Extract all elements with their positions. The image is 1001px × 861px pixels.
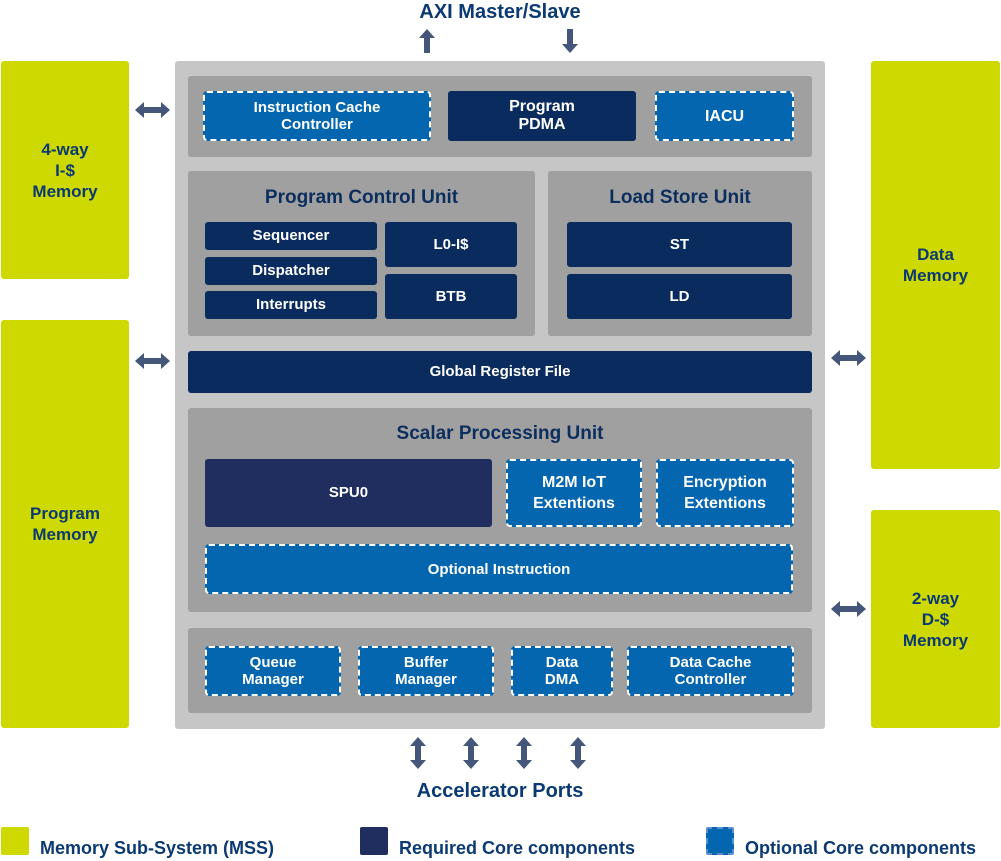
- global-register-file: Global Register File: [188, 351, 812, 393]
- icache-link-arrow-icon: [135, 102, 170, 118]
- spu0: SPU0: [205, 459, 492, 527]
- encryption-extensions: Encryption Extentions: [656, 459, 794, 527]
- dispatcher: Dispatcher: [205, 257, 377, 285]
- legend-swatch-optional: [706, 827, 734, 855]
- axi-down-arrow-icon: [562, 29, 578, 53]
- btb: BTB: [385, 274, 517, 319]
- accelerator-port-arrow-icon: [570, 737, 586, 769]
- store-unit: ST: [567, 222, 792, 267]
- legend-swatch-required: [360, 827, 388, 855]
- optional-instruction: Optional Instruction: [205, 544, 793, 594]
- dcache-link-arrow-icon: [831, 601, 866, 617]
- program-pdma: Program PDMA: [448, 91, 636, 141]
- program-memory: Program Memory: [1, 320, 129, 728]
- spu-title: Scalar Processing Unit: [396, 423, 604, 444]
- axi-master-slave-label: AXI Master/Slave: [419, 1, 581, 23]
- data-memory-link-arrow-icon: [831, 350, 866, 366]
- dcache-memory: 2-way D-$ Memory: [871, 510, 1000, 728]
- sequencer: Sequencer: [205, 222, 377, 250]
- accelerator-port-arrow-icon: [463, 737, 479, 769]
- accelerator-port-arrow-icon: [516, 737, 532, 769]
- buffer-manager: Buffer Manager: [358, 646, 494, 696]
- accelerator-port-arrow-icon: [410, 737, 426, 769]
- data-memory: Data Memory: [871, 61, 1000, 469]
- accelerator-ports-label: Accelerator Ports: [416, 780, 584, 802]
- queue-manager: Queue Manager: [205, 646, 341, 696]
- program-memory-link-arrow-icon: [135, 353, 170, 369]
- m2m-iot-extensions: M2M IoT Extentions: [506, 459, 642, 527]
- lsu-title: Load Store Unit: [609, 187, 751, 208]
- interrupts: Interrupts: [205, 291, 377, 319]
- iacu: IACU: [655, 91, 794, 141]
- legend-label-optional: Optional Core components: [745, 838, 977, 858]
- data-dma: Data DMA: [511, 646, 613, 696]
- instruction-cache-controller: Instruction Cache Controller: [203, 91, 431, 141]
- data-cache-controller: Data Cache Controller: [627, 646, 794, 696]
- legend-swatch-memory: [1, 827, 29, 855]
- legend-label-required: Required Core components: [399, 838, 636, 858]
- l0-icache: L0-I$: [385, 222, 517, 267]
- axi-up-arrow-icon: [419, 29, 435, 53]
- load-unit: LD: [567, 274, 792, 319]
- icache-memory: 4-way I-$ Memory: [1, 61, 129, 279]
- pcu-title: Program Control Unit: [264, 187, 459, 208]
- legend-label-memory: Memory Sub-System (MSS): [40, 838, 275, 858]
